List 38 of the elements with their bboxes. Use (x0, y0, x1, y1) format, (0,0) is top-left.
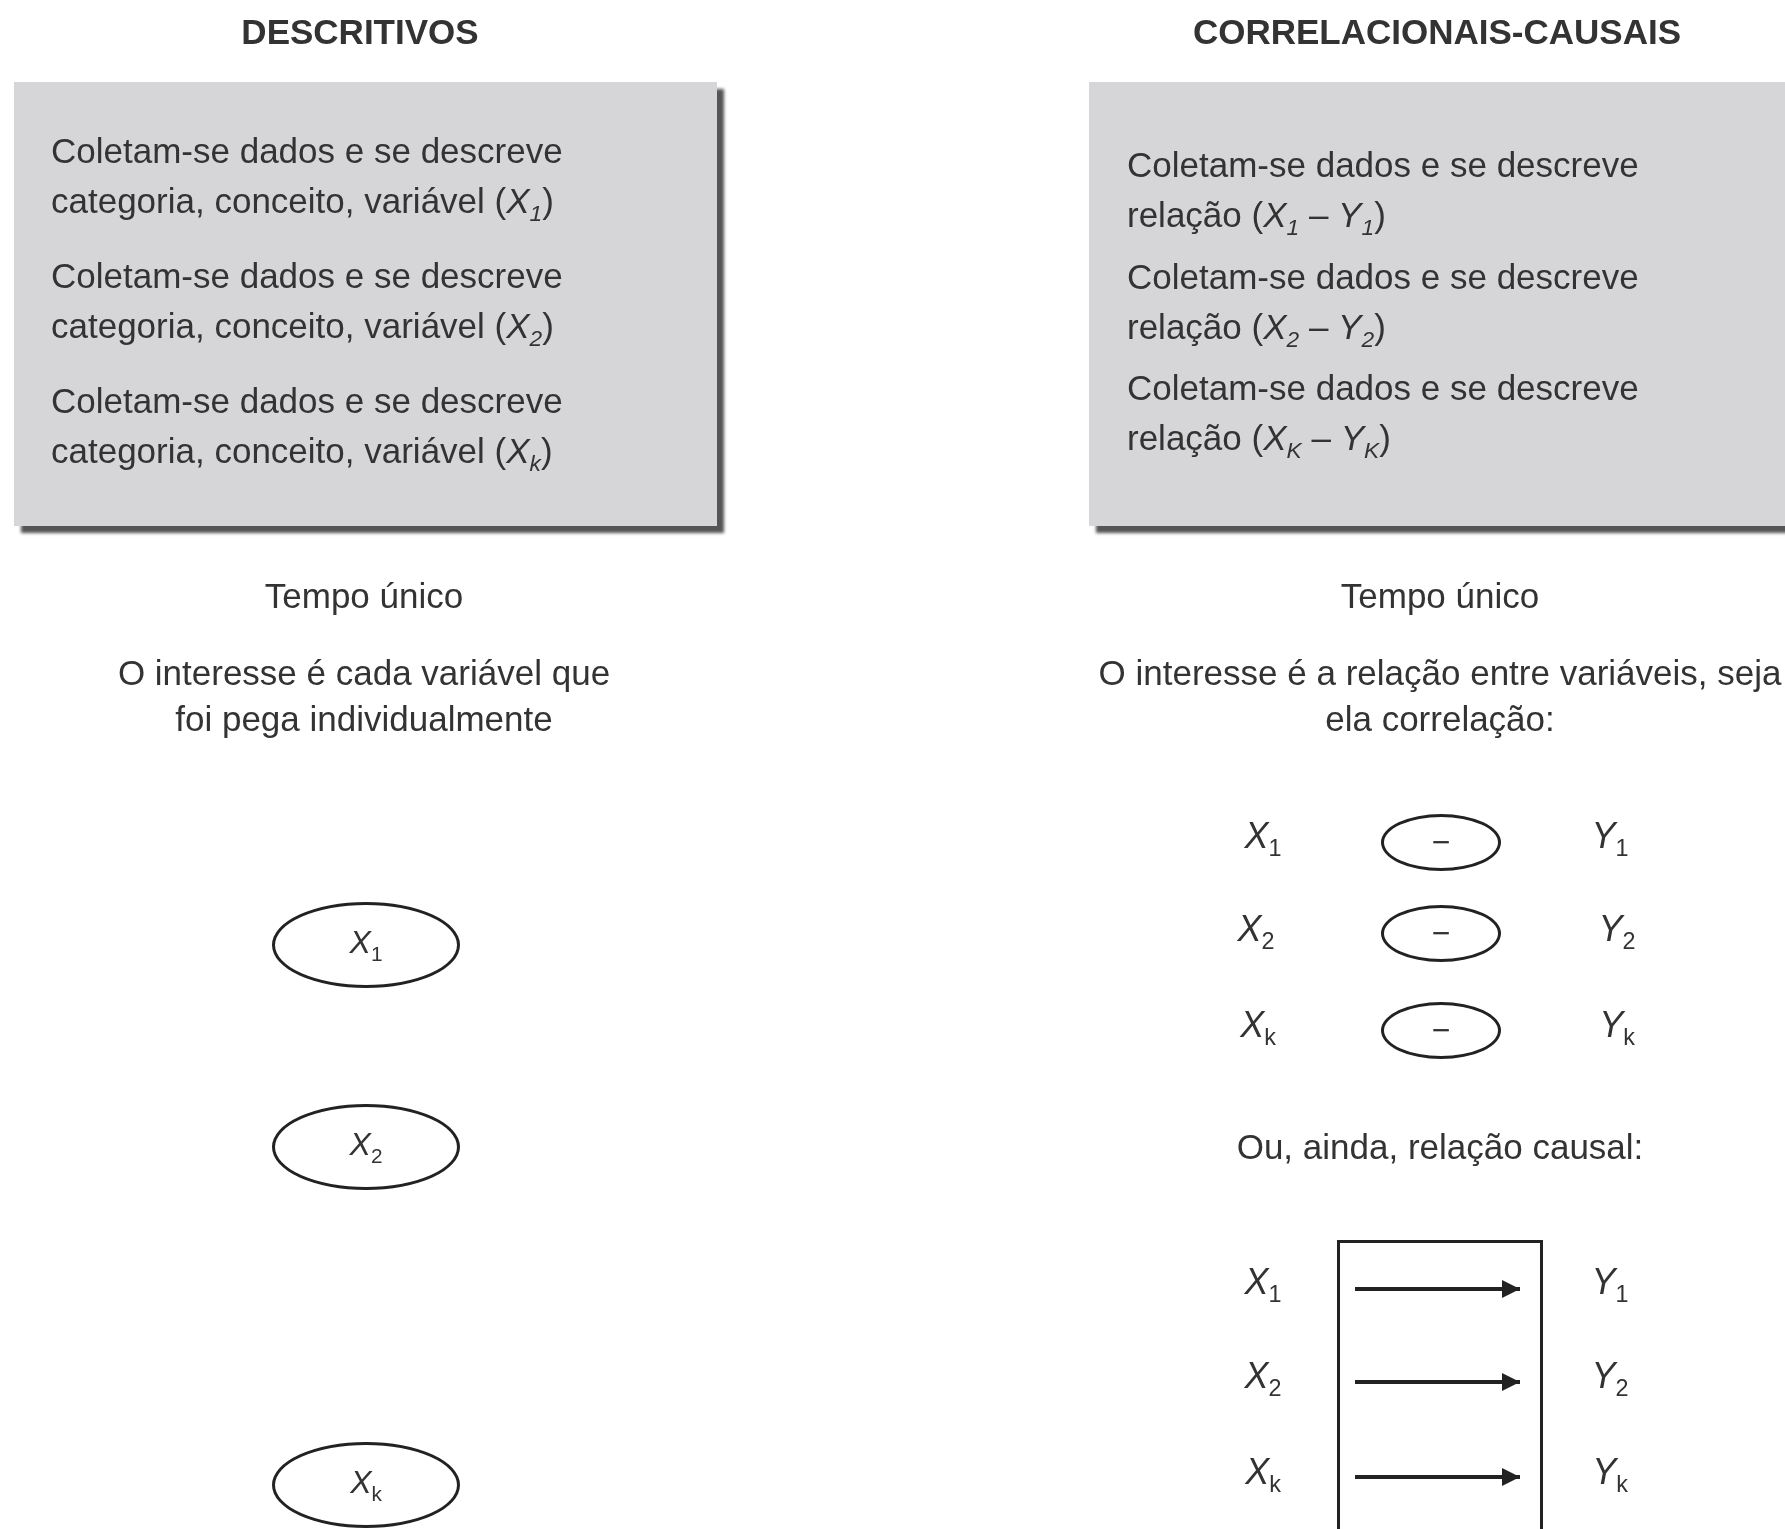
variable-label: Y$_{1}$ (1591, 1259, 1629, 1309)
ellipse-label: X$_{1}$ (349, 924, 383, 966)
variable-ellipse (1381, 1001, 1501, 1059)
ellipse-label: X$_{k}$ (350, 1464, 382, 1506)
ellipse-label: X$_{2}$ (349, 1126, 383, 1168)
description-text: Coletam-se dados e se descreve relação (X$_{K}$ – Y$_{K}$) (1127, 367, 1640, 465)
ellipse-label: − (1431, 1011, 1451, 1049)
variable-ellipse (1381, 813, 1501, 871)
variable-label: Y$_{2}$ (1591, 1353, 1629, 1403)
period-label: Tempo único (1340, 575, 1540, 618)
variable-label: X$_{1}$ (1244, 1259, 1282, 1309)
period-label: Tempo único (264, 575, 464, 618)
variable-label: X$_{1}$ (1244, 813, 1282, 863)
ellipse-label: − (1431, 914, 1451, 952)
description-text: Coletam-se dados e se descreve categoria, conceito, variável (X$_{2}$) (51, 255, 564, 353)
description-text: Coletam-se dados e se descreve relação (X$_{2}$ – Y$_{2}$) (1127, 256, 1640, 354)
description-text: Coletam-se dados e se descreve categoria, conceito, variável (X$_{1}$) (51, 130, 564, 228)
variable-label: X$_{k}$ (1245, 1449, 1281, 1499)
variable-label: X$_{2}$ (1237, 906, 1275, 956)
description-text: Coletam-se dados e se descreve relação (X$_{1}$ – Y$_{1}$) (1127, 144, 1640, 242)
variable-label: Y$_{k}$ (1599, 1002, 1635, 1052)
variable-ellipse (272, 1442, 460, 1528)
variable-label: Y$_{2}$ (1598, 906, 1636, 956)
variable-ellipse (272, 1104, 460, 1190)
column-heading: CORRELACIONAIS-CAUSAIS (1192, 12, 1682, 52)
interest-text: O interesse é cada variável que foi pega individualmente (116, 651, 612, 740)
variable-label: Y$_{1}$ (1591, 813, 1629, 863)
variable-ellipse (1381, 904, 1501, 962)
variable-label: X$_{k}$ (1240, 1002, 1276, 1052)
description-text: Coletam-se dados e se descreve categoria, conceito, variável (X$_{k}$) (51, 380, 564, 478)
causal-frame (1337, 1240, 1543, 1529)
variable-label: Y$_{k}$ (1592, 1449, 1628, 1499)
interest-text: O interesse é a relação entre variáveis, seja ela correlação: (1097, 651, 1783, 740)
ellipse-label: − (1431, 823, 1451, 861)
section-text: Ou, ainda, relação causal: (1236, 1126, 1644, 1169)
variable-ellipse (272, 902, 460, 988)
column-heading: DESCRITIVOS (241, 12, 479, 52)
variable-label: X$_{2}$ (1244, 1353, 1282, 1403)
